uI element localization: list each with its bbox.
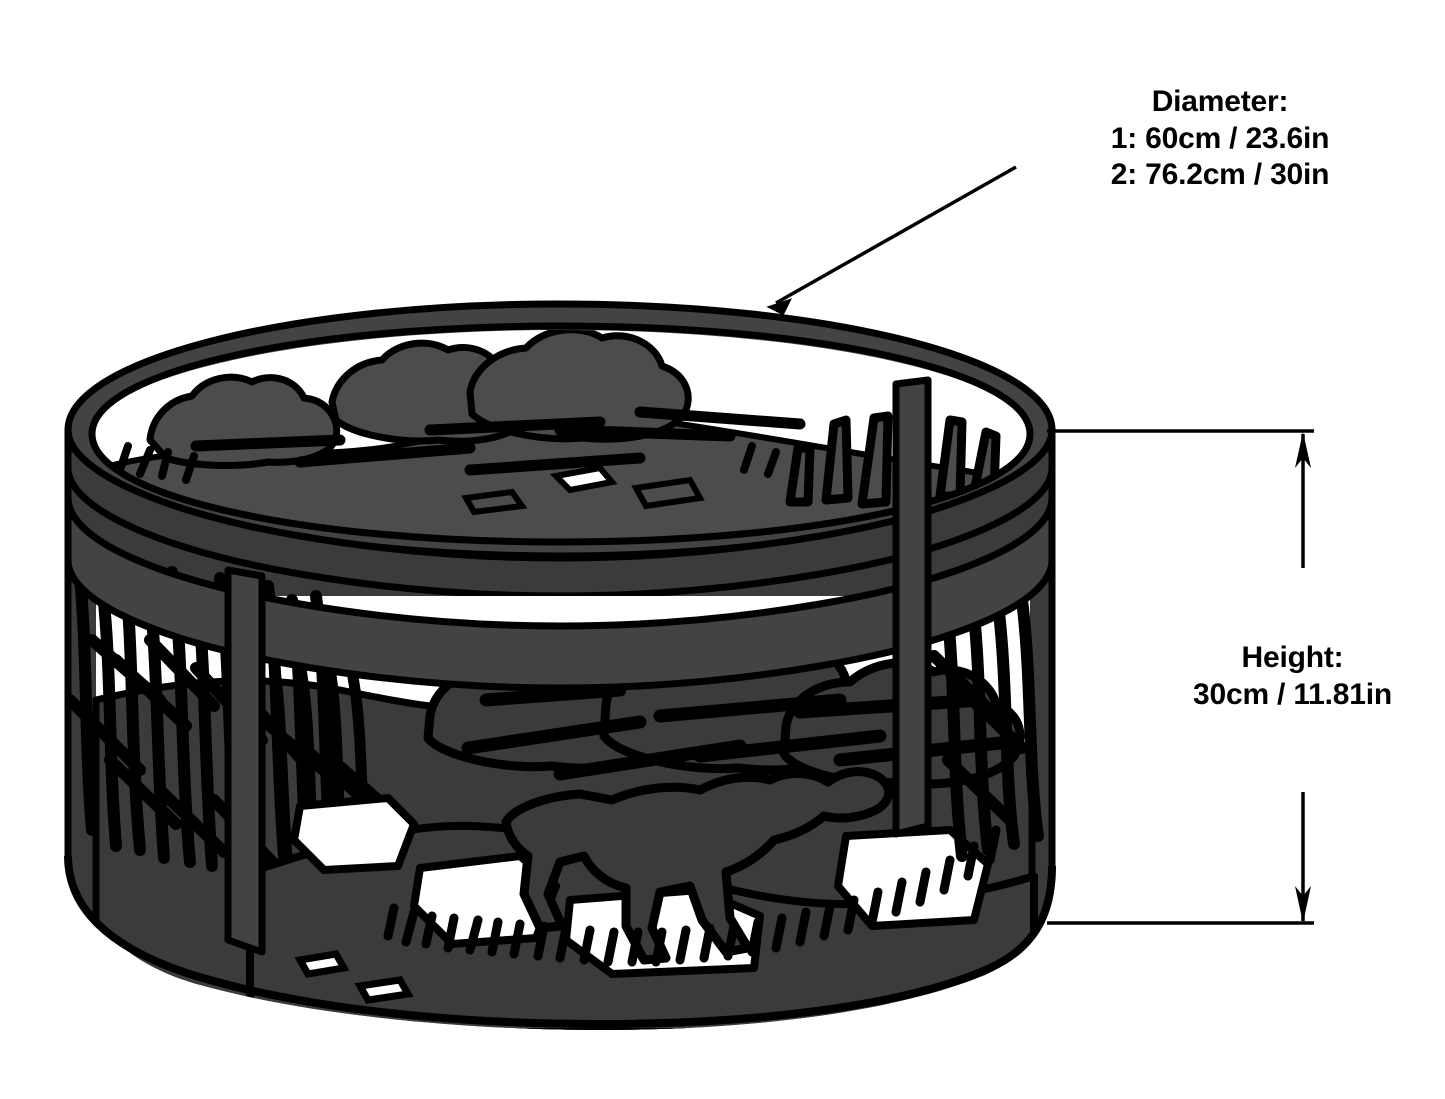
height-title: Height: — [1241, 641, 1344, 674]
height-annotation: Height: 30cm / 11.81in — [1145, 640, 1440, 713]
vertical-post-left — [224, 566, 266, 956]
mid-band — [64, 494, 1056, 692]
diameter-leader-line — [766, 165, 1017, 316]
cylinder-bottom-edge — [64, 855, 1056, 1029]
fire-ring-body — [64, 300, 1056, 1030]
height-dimension-lines — [1047, 429, 1314, 925]
diameter-annotation: Diameter: 1: 60cm / 23.6in 2: 76.2cm / 3… — [1035, 84, 1405, 194]
diameter-option-1: 1: 60cm / 23.6in — [1110, 121, 1330, 155]
diameter-title: Diameter: — [1151, 85, 1289, 118]
cut-wolf-silhouette — [501, 767, 894, 965]
vertical-post-right — [892, 376, 932, 838]
diameter-option-2: 2: 76.2cm / 30in — [1110, 158, 1330, 192]
interior-cut-scene — [92, 330, 1030, 545]
height-value: 30cm / 11.81in — [1192, 677, 1392, 711]
rim-near-thickness — [64, 426, 1056, 600]
